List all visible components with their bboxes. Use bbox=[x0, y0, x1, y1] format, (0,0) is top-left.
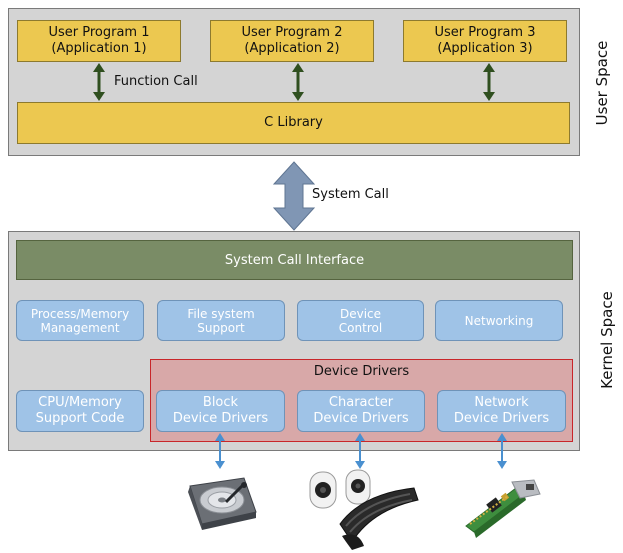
user-program-3-line2: (Application 3) bbox=[437, 41, 533, 56]
character-device-drivers-line2: Device Drivers bbox=[313, 411, 409, 426]
user-program-2-line1: User Program 2 bbox=[241, 25, 343, 40]
subsystem-device-control: Device Control bbox=[297, 300, 424, 341]
block-device-drivers-line2: Device Drivers bbox=[172, 411, 269, 426]
cpu-memory-support: CPU/Memory Support Code bbox=[16, 390, 144, 432]
function-call-arrow-1 bbox=[93, 63, 105, 101]
function-call-arrow-2 bbox=[292, 63, 304, 101]
system-call-label: System Call bbox=[312, 187, 389, 202]
subsystem-process-memory-line2: Management bbox=[40, 320, 120, 335]
subsystem-device-control-line2: Control bbox=[338, 320, 383, 335]
character-device-drivers: Character Device Drivers bbox=[297, 390, 425, 432]
hardware-arrow-block bbox=[215, 433, 225, 469]
user-program-3-line1: User Program 3 bbox=[434, 25, 536, 40]
subsystem-networking-line1: Networking bbox=[464, 313, 534, 328]
subsystem-process-memory-line1: Process/Memory bbox=[30, 306, 130, 321]
cpu-memory-line2: Support Code bbox=[35, 411, 125, 426]
speakers-keyboard-icon bbox=[309, 469, 419, 550]
user-program-2: User Program 2 (Application 2) bbox=[210, 20, 374, 62]
speaker-left bbox=[309, 471, 337, 509]
block-device-drivers: Block Device Drivers bbox=[156, 390, 285, 432]
speaker-right bbox=[345, 469, 371, 505]
subsystem-device-control-line1: Device bbox=[339, 306, 382, 321]
cpu-memory-line1: CPU/Memory bbox=[38, 395, 122, 410]
function-call-arrow-3 bbox=[483, 63, 495, 101]
network-device-drivers: Network Device Drivers bbox=[437, 390, 566, 432]
network-device-drivers-line1: Network bbox=[474, 395, 529, 410]
subsystem-networking: Networking bbox=[435, 300, 563, 341]
character-device-drivers-line1: Character bbox=[328, 395, 394, 410]
subsystem-process-memory: Process/Memory Management bbox=[16, 300, 144, 341]
keyboard bbox=[339, 487, 419, 550]
network-device-drivers-line2: Device Drivers bbox=[453, 411, 550, 426]
subsystem-file-system-line1: File system bbox=[187, 306, 255, 321]
subsystem-file-system: File system Support bbox=[157, 300, 285, 341]
hardware-arrow-network bbox=[497, 433, 507, 469]
user-program-3: User Program 3 (Application 3) bbox=[403, 20, 567, 62]
subsystem-file-system-line2: Support bbox=[197, 320, 245, 335]
user-program-2-line2: (Application 2) bbox=[244, 41, 340, 56]
device-drivers-title: Device Drivers bbox=[313, 364, 410, 379]
system-call-interface: System Call Interface bbox=[16, 240, 573, 280]
function-call-label: Function Call bbox=[114, 74, 198, 89]
c-library: C Library bbox=[17, 102, 570, 144]
user-program-1-line2: (Application 1) bbox=[51, 41, 147, 56]
network-card-icon bbox=[465, 479, 541, 538]
hardware-arrow-character bbox=[355, 433, 365, 469]
hard-disk-icon bbox=[188, 477, 257, 530]
user-program-1-line1: User Program 1 bbox=[48, 25, 150, 40]
block-device-drivers-line1: Block bbox=[202, 395, 239, 410]
user-program-1: User Program 1 (Application 1) bbox=[17, 20, 181, 62]
